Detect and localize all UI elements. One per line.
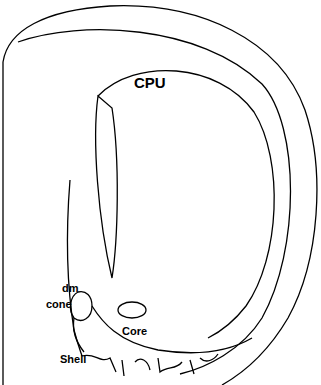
accumbens-boundary xyxy=(92,306,252,353)
region-label: CPU xyxy=(134,75,166,90)
midline xyxy=(2,62,3,385)
islands-of-calleja xyxy=(82,354,218,376)
region-label: Core xyxy=(122,326,147,337)
septum-line xyxy=(67,180,82,356)
cone-region xyxy=(71,292,92,321)
white-matter-outer xyxy=(18,30,291,374)
lateral-ventricle xyxy=(96,96,118,278)
anterior-commissure xyxy=(118,302,146,318)
hemisphere-outline xyxy=(3,6,317,385)
accumbens-boundary xyxy=(73,318,84,352)
region-label: Shell xyxy=(60,354,86,365)
white-matter-inner xyxy=(98,71,274,338)
region-label: cone xyxy=(46,299,72,310)
region-label: dm xyxy=(62,283,79,294)
